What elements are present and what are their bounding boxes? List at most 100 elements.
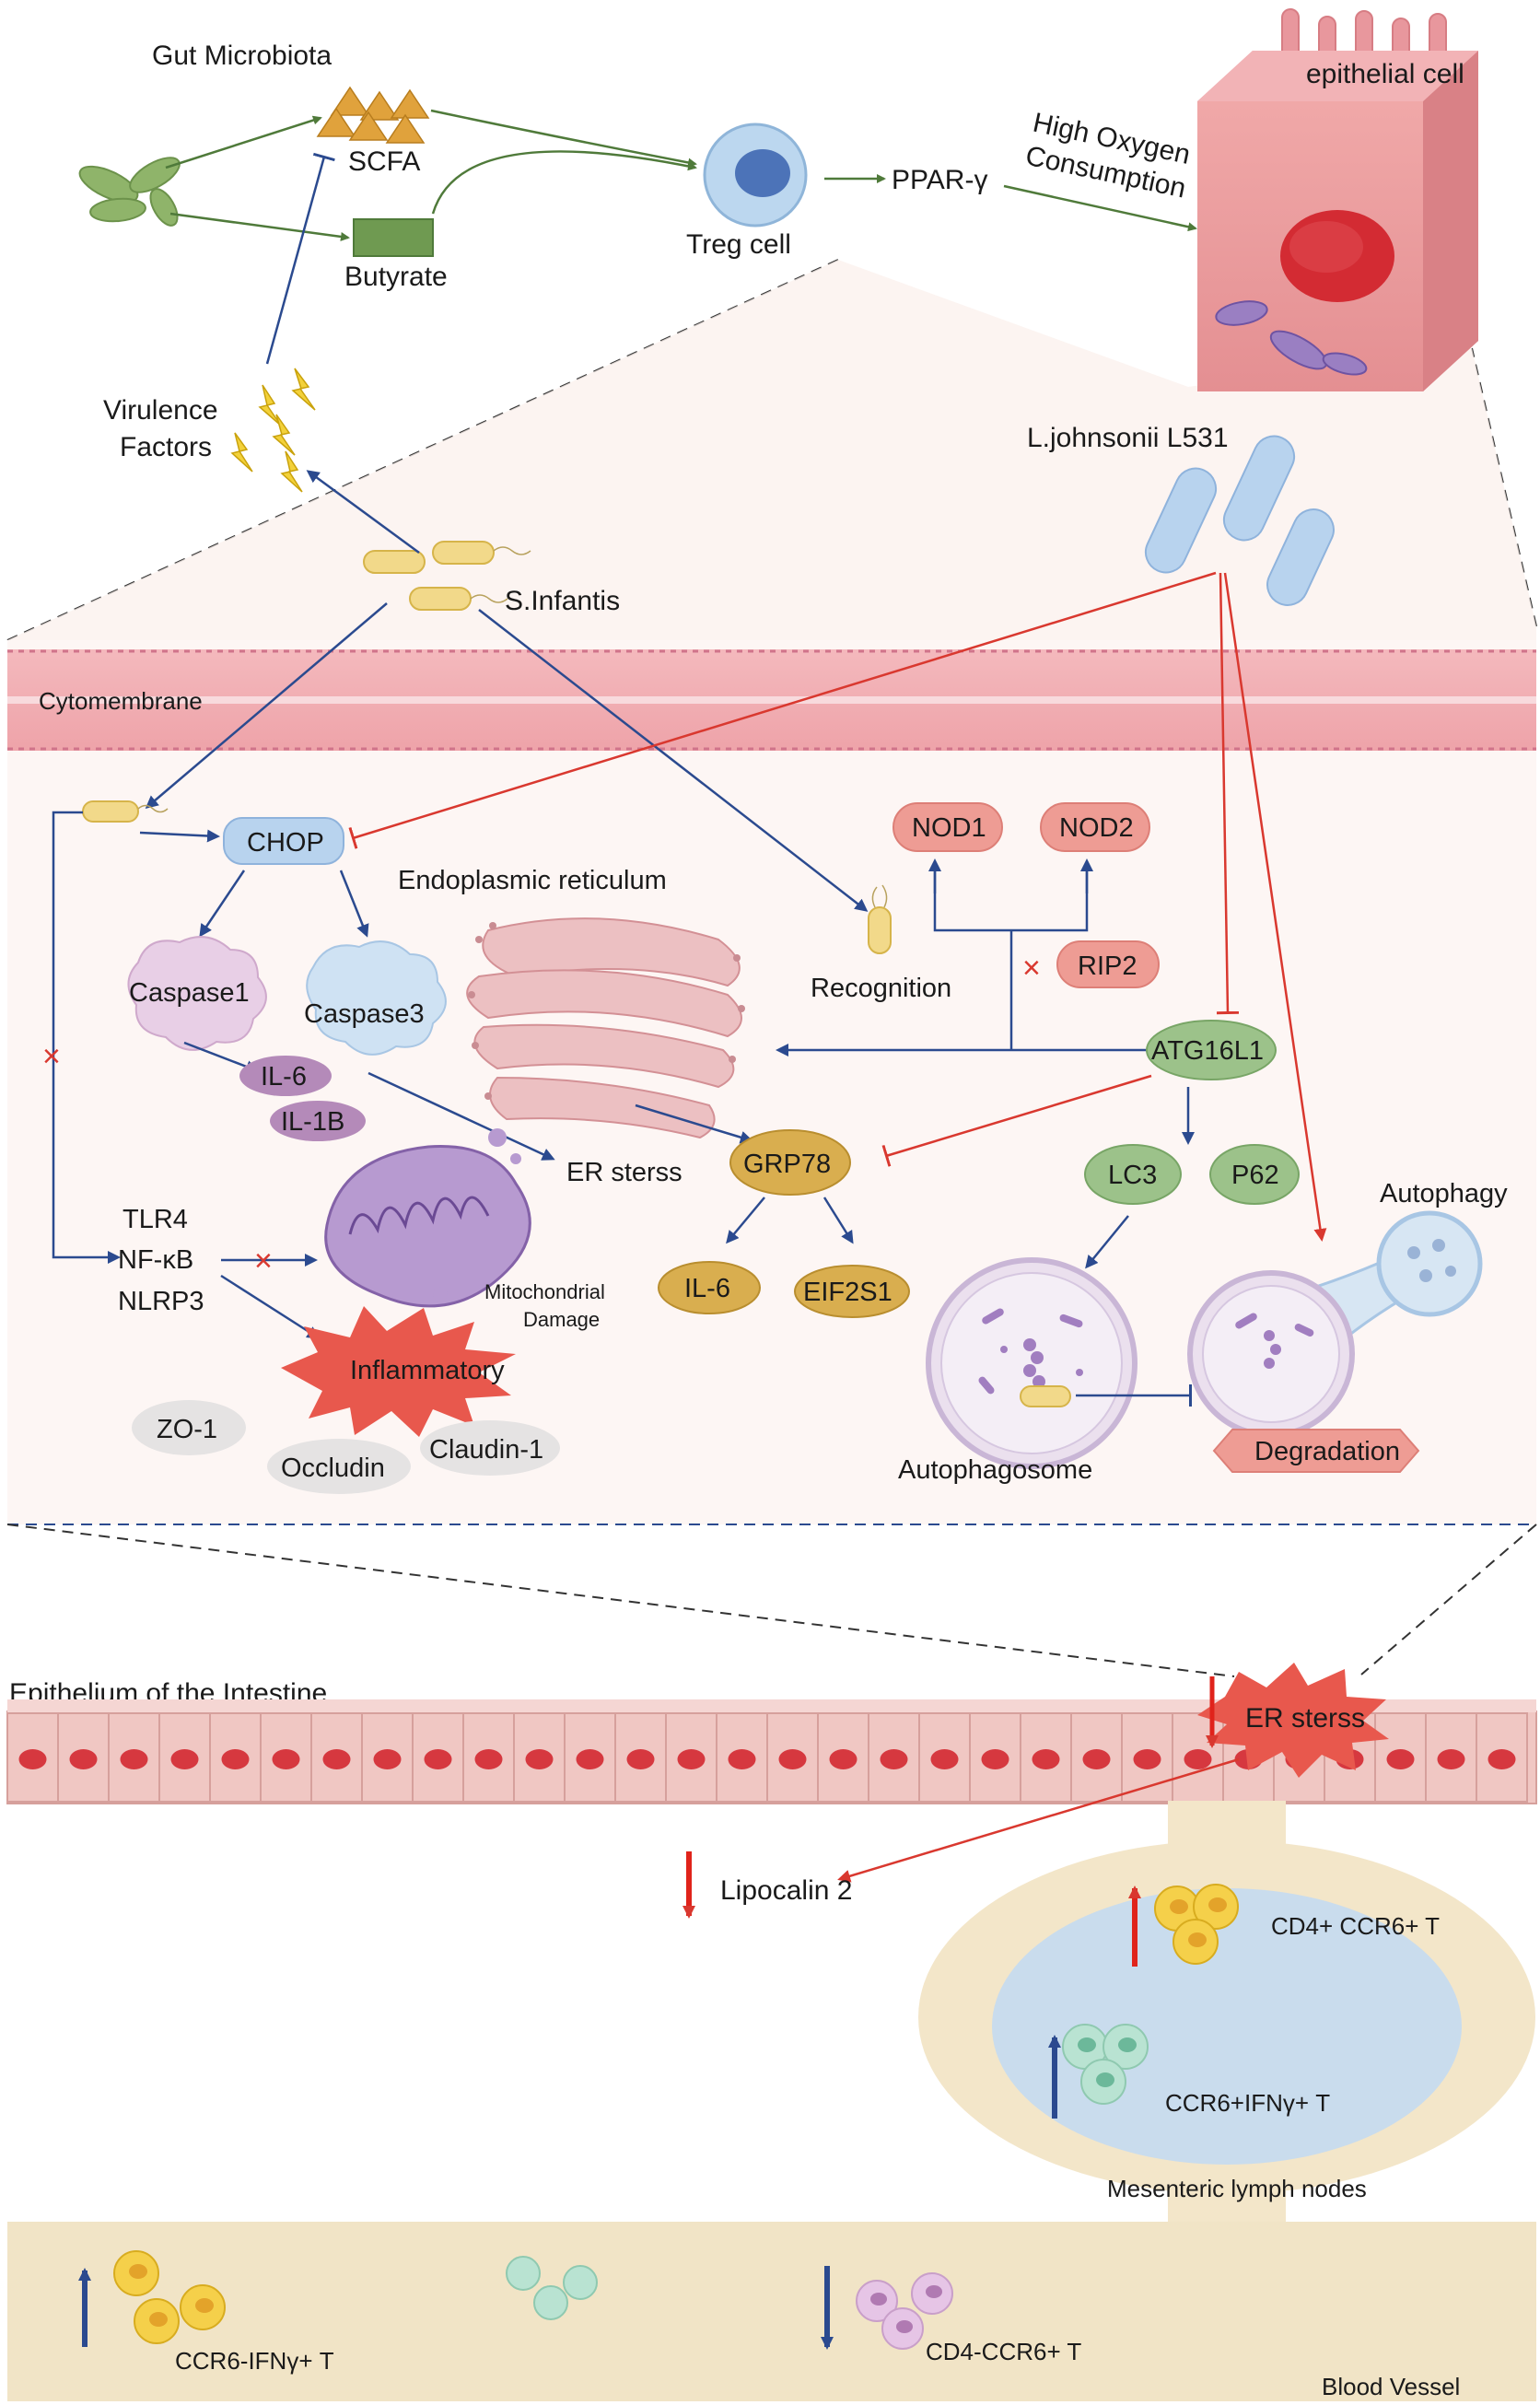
ccr6-neg-ifng-label: CCR6-IFNγ+ T	[175, 2347, 334, 2375]
arrow-grp78-eif2s1	[822, 1197, 854, 1244]
epithelial-nucleus	[778, 1749, 807, 1769]
inhibit-ljohnsonii-chop	[348, 571, 1217, 849]
eif2s1-label: EIF2S1	[803, 1278, 892, 1307]
zo1-node	[132, 1400, 246, 1455]
il6-left-node	[239, 1056, 332, 1096]
eif2s1-node	[794, 1265, 910, 1318]
il1b-label: IL-1B	[281, 1107, 344, 1137]
epithelial-cell	[1476, 1712, 1528, 1803]
grp78-label: GRP78	[743, 1150, 831, 1179]
er-stress-burst	[1197, 1663, 1389, 1778]
zoom-line-bottom-right	[1360, 1524, 1537, 1675]
gut-microbiota-icon	[78, 157, 181, 227]
epithelial-nucleus	[525, 1749, 554, 1769]
autophagosome-icon	[926, 1257, 1138, 1469]
epithelial-nucleus	[474, 1749, 503, 1769]
arrow-bacterium-tlr4	[52, 811, 121, 1264]
blood-vessel-band	[7, 2222, 1536, 2401]
epithelial-cell-label: epithelial cell	[1306, 59, 1464, 89]
epithelial-nucleus	[1386, 1749, 1415, 1769]
zoom-line-right	[1471, 347, 1537, 627]
rip2-node	[1056, 940, 1160, 988]
ccr6-ifng-pos-label: CCR6+IFNγ+ T	[1165, 2089, 1330, 2117]
cytomembrane-label: Cytomembrane	[39, 687, 203, 715]
gut-microbiota-label: Gut Microbiota	[152, 41, 332, 71]
ccr6-neg-ifng-cells	[113, 2250, 226, 2344]
nod2-label: NOD2	[1059, 813, 1134, 843]
zoom-line-bottom-left	[6, 1524, 1235, 1677]
epithelial-nucleus	[626, 1749, 655, 1769]
epithelial-nucleus	[829, 1749, 858, 1769]
epithelial-nucleus	[1437, 1749, 1465, 1769]
caspase1-label: Caspase1	[129, 978, 250, 1008]
epithelial-nucleus	[120, 1749, 148, 1769]
arrow-microbiota-butyrate	[169, 212, 350, 241]
arrow-microbiota-scfa	[165, 115, 322, 169]
arrow-sinfantis-bacterium	[145, 602, 388, 809]
arrow-ppar-epithelial	[1003, 184, 1197, 232]
epithelial-nucleus	[272, 1749, 300, 1769]
l-johnsonii-label: L.johnsonii L531	[1027, 423, 1229, 453]
virulence-label-1: Virulence	[103, 395, 218, 426]
inhibit-atg16l1-grp78	[881, 1074, 1152, 1167]
epithelial-nucleus	[677, 1749, 706, 1769]
epithelial-nucleus	[69, 1749, 98, 1769]
arrow-ljohnsonii-autophagy	[1223, 572, 1327, 1242]
grp78-node	[729, 1129, 851, 1196]
mito-damage-label-2: Damage	[523, 1308, 600, 1331]
arrow-sinfantis-recognition	[478, 609, 869, 912]
mito-damage-label-1: Mitochondrial	[484, 1280, 605, 1303]
epithelial-nucleus	[1133, 1749, 1161, 1769]
epithelial-nucleus	[221, 1749, 250, 1769]
epithelial-nucleus	[576, 1749, 604, 1769]
caspase1-icon	[127, 936, 267, 1051]
epithelial-nucleus	[880, 1749, 908, 1769]
er-title-label: Endoplasmic reticulum	[398, 866, 667, 895]
recognition-label: Recognition	[811, 974, 951, 1003]
cd4-ccr6-pos-label: CD4+ CCR6+ T	[1271, 1912, 1440, 1940]
occludin-label: Occludin	[281, 1454, 385, 1483]
autophagy-label: Autophagy	[1380, 1179, 1508, 1208]
arrow-grp78-il6	[726, 1197, 765, 1244]
treg-cell-label: Treg cell	[686, 229, 791, 260]
epithelial-nucleus	[1082, 1749, 1111, 1769]
p62-label: P62	[1231, 1161, 1279, 1190]
autophagy-icon	[1187, 1210, 1483, 1438]
nod2-node	[1040, 802, 1150, 852]
virulence-label-2: Factors	[120, 432, 212, 462]
arrow-scfa-treg	[430, 109, 697, 168]
s-infantis-label: S.Infantis	[505, 586, 620, 616]
arrow-caspase3-er-stress	[368, 1071, 555, 1161]
il1b-node	[270, 1101, 366, 1141]
atg16l1-node	[1146, 1020, 1277, 1080]
arrow-butyrate-treg	[431, 150, 697, 215]
tlr4-label: TLR4	[122, 1205, 188, 1234]
blood-vessel-label: Blood Vessel	[1322, 2373, 1460, 2400]
arrow-er-stress-lipocalin	[837, 1757, 1240, 1883]
epithelial-nucleus	[322, 1749, 351, 1769]
block-mark-rip2: ×	[1022, 951, 1041, 986]
p62-node	[1209, 1144, 1300, 1205]
epithelial-nucleus	[1032, 1749, 1060, 1769]
cd4-ccr6-neg-cells	[856, 2272, 953, 2350]
ccr6-ifng-pos-cells	[1062, 2024, 1149, 2105]
claudin1-node	[420, 1420, 560, 1476]
arrow-caspase1-il6	[183, 1041, 259, 1073]
chop-label: CHOP	[247, 828, 324, 858]
er-ribosomes	[468, 922, 745, 1100]
caspase3-icon	[306, 940, 447, 1056]
lc3-label: LC3	[1108, 1161, 1157, 1190]
endoplasmic-reticulum-icon	[466, 917, 742, 1139]
arrow-bacterium-chop	[139, 829, 220, 843]
lipocalin-label: Lipocalin 2	[720, 1875, 852, 1906]
er-stress-bottom-label: ER sterss	[1245, 1703, 1365, 1734]
arrow-er-grp78	[635, 1103, 753, 1144]
arrow-lc3-autophagosome	[1085, 1215, 1129, 1269]
degradation-node	[1212, 1429, 1420, 1473]
nlrp3-label: NLRP3	[118, 1287, 204, 1316]
arrow-nfkb-inflammatory	[220, 1274, 321, 1339]
butyrate-label: Butyrate	[344, 262, 448, 292]
epithelial-nucleus	[170, 1749, 199, 1769]
atg16l1-label: ATG16L1	[1151, 1036, 1264, 1066]
